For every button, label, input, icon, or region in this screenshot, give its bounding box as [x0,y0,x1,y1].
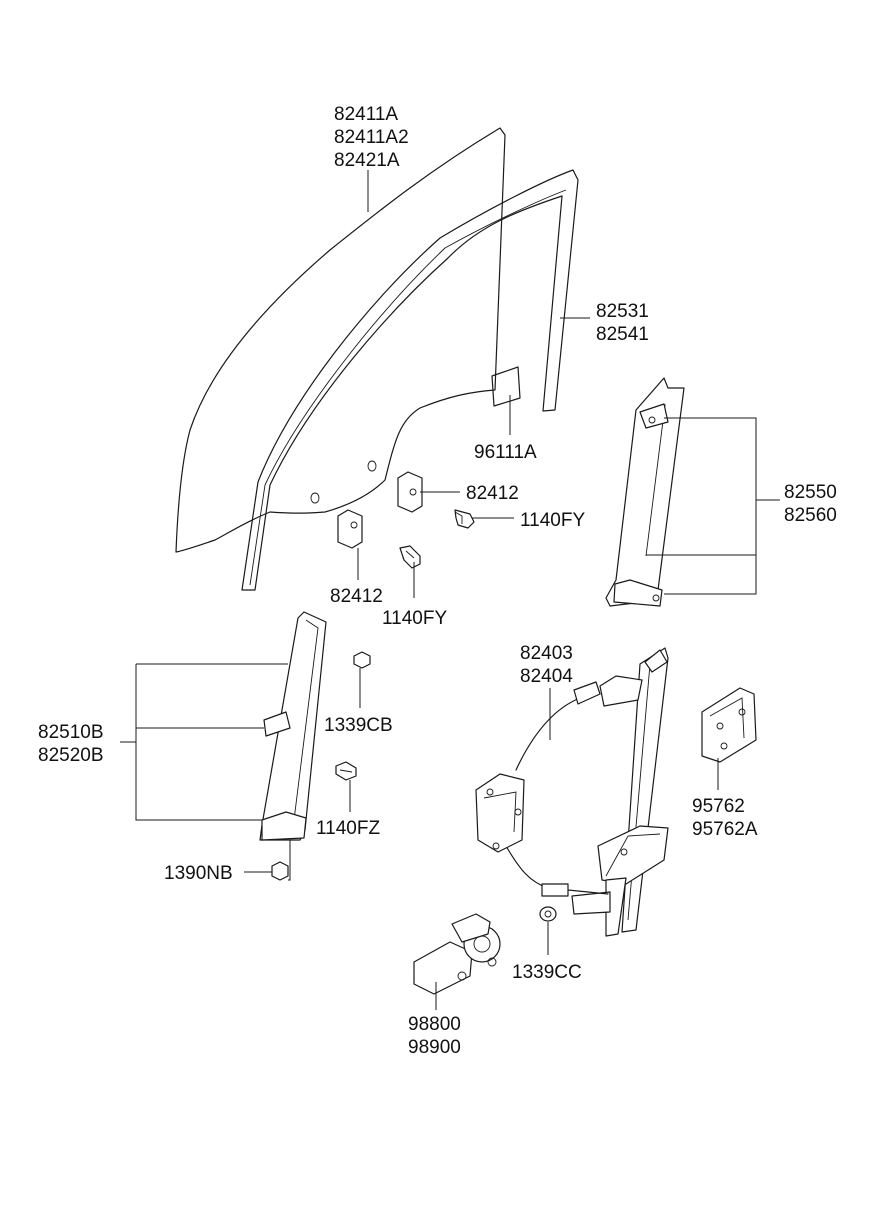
label-glass-1: 82411A [334,104,398,125]
window-regulator [475,647,669,937]
part-labels: 82411A 82411A2 82421A 82531 82541 96111A… [38,104,837,1058]
label-bolt-fz: 1140FZ [316,818,380,839]
nut-1339cb-icon [353,651,371,669]
label-glass-3: 82421A [334,150,400,171]
bolt-right-icon [454,509,475,529]
nut-1339cc-icon [539,906,557,922]
front-sash [259,611,327,841]
label-run-channel-1: 82531 [596,301,649,322]
regulator-motor [413,913,501,995]
bolt-1140fz-icon [335,761,357,781]
regulator-module [701,687,757,763]
label-regulator-2: 82404 [520,666,573,687]
label-bolt-left: 1140FY [382,608,447,629]
glass-holder-right [397,471,423,513]
glass-holder-left [337,509,363,549]
nut-1390nb-icon [271,861,289,881]
label-rear-sash-2: 82560 [784,505,837,526]
label-front-sash-1: 82510B [38,722,104,743]
glass-sticker [491,366,521,407]
label-glass-holder-left: 82412 [330,586,383,607]
label-rear-sash-1: 82550 [784,482,837,503]
label-regulator-1: 82403 [520,643,573,664]
label-glass-holder-right: 82412 [466,483,519,504]
glass-run-channel [241,169,579,591]
label-bolt-right: 1140FY [520,510,585,531]
door-glass [175,127,506,553]
label-glass-2: 82411A2 [334,127,409,148]
label-sticker: 96111A [474,442,537,463]
rear-sash [605,377,685,607]
label-nut-cb: 1339CB [324,715,393,736]
leader-lines [120,170,780,1010]
label-run-channel-2: 82541 [596,324,649,345]
label-motor-1: 98800 [408,1014,461,1035]
label-front-sash-2: 82520B [38,745,104,766]
label-motor-2: 98900 [408,1037,461,1058]
bolt-left-icon [399,545,421,569]
label-nut-cc: 1339CC [512,962,582,983]
label-nut-nb: 1390NB [164,863,233,884]
label-module-1: 95762 [692,796,745,817]
label-module-2: 95762A [692,819,758,840]
